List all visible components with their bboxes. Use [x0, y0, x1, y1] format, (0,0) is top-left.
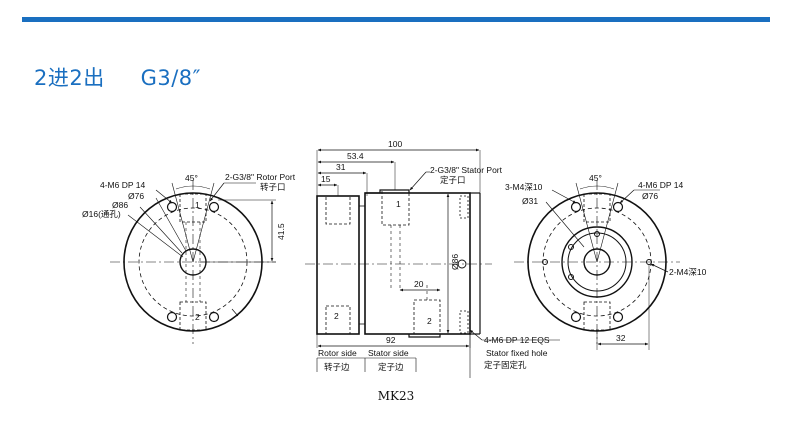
rotor-port-callout-cn: 转子口 [260, 182, 286, 192]
side-port-1: 1 [396, 199, 401, 209]
header-accent-bar [22, 17, 770, 22]
drawing-caption: MK23 [377, 389, 415, 403]
left-port-2: 2 [195, 312, 200, 322]
left-dia-16: Ø16(通孔) [82, 209, 121, 219]
right-thread-3m4: 3-M4深10 [505, 182, 543, 192]
right-angle-label: 45° [589, 173, 602, 183]
dim-20: 20 [414, 279, 424, 289]
dim-31: 31 [336, 162, 346, 172]
left-angle-label: 45° [185, 173, 198, 183]
left-height-dim: 41.5 [276, 223, 286, 240]
rotor-side-label: Rotor side [318, 348, 357, 358]
dim-92: 92 [386, 335, 396, 345]
side-port-2b: 2 [427, 316, 432, 326]
dim-32: 32 [616, 333, 626, 343]
side-section-view [305, 148, 560, 378]
fix-hole-callout-cn: 定子固定孔 [484, 360, 527, 370]
stator-side-label: Stator side [368, 348, 409, 358]
right-thread-4m6: 4-M6 DP 14 [638, 180, 683, 190]
stator-port-callout: 2-G3/8" Stator Port [430, 165, 503, 175]
right-thread-2m4: 2-M4深10 [669, 267, 707, 277]
dim-100: 100 [388, 139, 402, 149]
left-dia-76: Ø76 [128, 191, 144, 201]
stator-port-callout-cn: 定子口 [440, 175, 466, 185]
right-end-view [514, 180, 680, 350]
left-thread-callout: 4-M6 DP 14 [100, 180, 145, 190]
left-end-view [110, 180, 276, 344]
dim-53-4: 53.4 [347, 151, 364, 161]
stator-side-label-cn: 定子边 [378, 362, 404, 372]
fix-hole-callout: 4-M6 DP 12 EQS [484, 335, 550, 345]
rotor-side-label-cn: 转子边 [324, 362, 350, 372]
right-dia-76: Ø76 [642, 191, 658, 201]
left-dia-86: Ø86 [112, 200, 128, 210]
right-dia-31: Ø31 [522, 196, 538, 206]
rotor-port-callout: 2-G3/8" Rotor Port [225, 172, 296, 182]
left-port-1: 1 [195, 200, 200, 210]
page-title: 2进2出 G3/8″ [34, 66, 202, 90]
fix-hole-callout-2: Stator fixed hole [486, 348, 548, 358]
dim-15: 15 [321, 174, 331, 184]
side-port-2: 2 [334, 311, 339, 321]
side-dia-86: Ø86 [450, 254, 460, 270]
